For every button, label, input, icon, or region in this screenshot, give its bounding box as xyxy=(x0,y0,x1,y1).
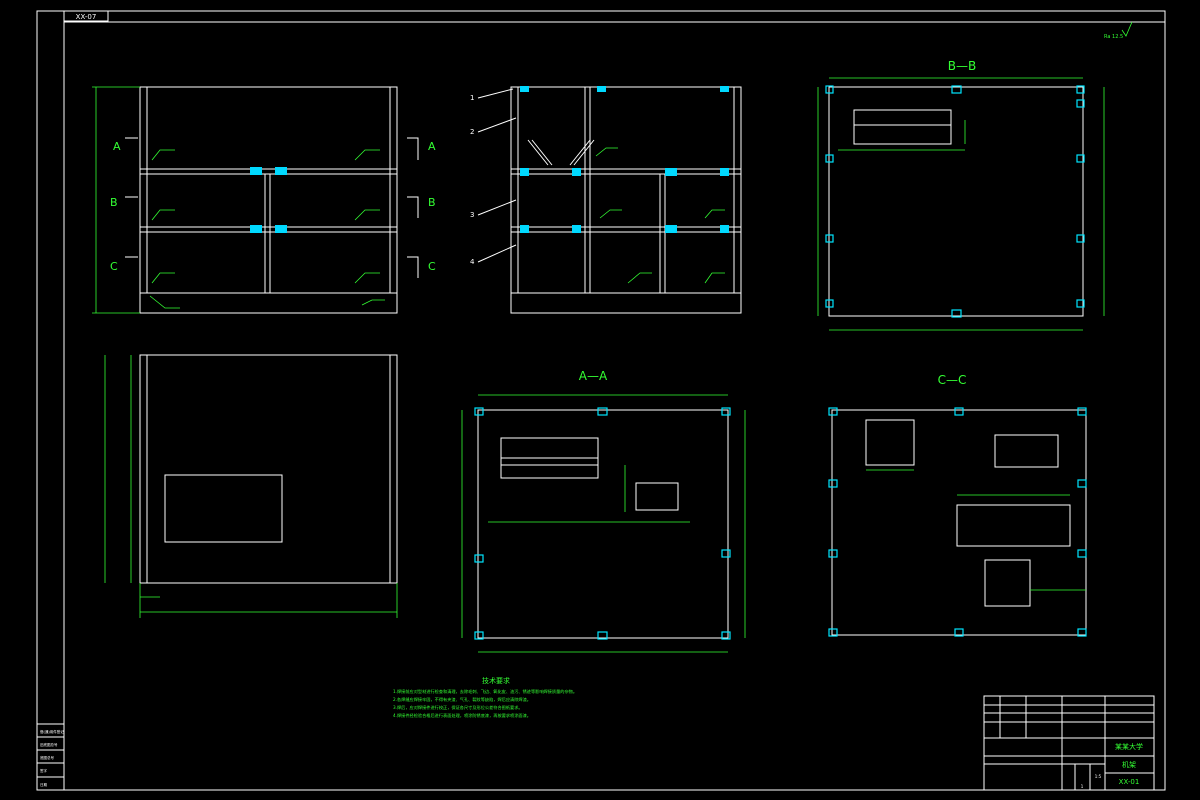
section-mark-right-a: A xyxy=(428,140,436,153)
notes-line-4: 4.焊接件经检验合格后进行表面处理，喷涂防锈底漆，再按要求喷涂面漆。 xyxy=(393,712,531,719)
roughness-text: Ra 12.5 xyxy=(1104,34,1123,40)
notes-title: 技术要求 xyxy=(482,676,510,685)
section-cc-view: C—C xyxy=(828,373,1087,637)
title-block: 某某大学 机架 XX-01 1:5 1 xyxy=(983,695,1155,791)
notes-line-1: 1.焊接前应对型材进行检查和清理，去除毛刺、飞边、氧化皮、油污、锈迹等影响焊接质… xyxy=(393,688,577,695)
section-aa-title: A—A xyxy=(579,369,608,383)
roughness-symbol: Ra 12.5 xyxy=(1104,21,1133,40)
section-aa-view: A—A xyxy=(461,369,746,653)
section-mark-left-c: C xyxy=(110,260,118,273)
strip-cell-2: 旧底图总号 xyxy=(40,742,58,747)
part-label-1: 1 xyxy=(470,94,474,102)
section-bb-view: B—B xyxy=(817,59,1105,331)
strip-cell-5: 日期 xyxy=(40,782,47,787)
section-cc-title: C—C xyxy=(938,373,967,387)
strip-cell-1: 借(通)用件登记 xyxy=(40,729,64,734)
left-strip-table: 借(通)用件登记 旧底图总号 底图总号 签字 日期 xyxy=(36,723,65,791)
drawing-number: XX-01 xyxy=(1119,778,1140,786)
section-bb-title: B—B xyxy=(948,59,976,73)
sheet: 1 xyxy=(1081,784,1084,789)
notes-line-2: 2.各焊缝应焊接牢固，不得有夹渣、气孔、裂纹等缺陷，焊后应清除焊渣。 xyxy=(393,696,531,703)
side-view xyxy=(104,354,398,618)
part-label-3: 3 xyxy=(470,211,474,219)
section-mark-right-c: C xyxy=(428,260,436,273)
school-name: 某某大学 xyxy=(1115,742,1143,751)
technical-notes: 技术要求 1.焊接前应对型材进行检查和清理，去除毛刺、飞边、氧化皮、油污、锈迹等… xyxy=(393,676,577,719)
assembly-view: 1 2 3 4 xyxy=(470,86,742,314)
strip-cell-3: 底图总号 xyxy=(40,755,54,760)
scale: 1:5 xyxy=(1095,774,1102,779)
strip-cell-4: 签字 xyxy=(40,768,47,773)
inner-frame xyxy=(63,21,1166,791)
front-view: A B C A B C xyxy=(92,86,436,314)
section-mark-left-a: A xyxy=(113,140,121,153)
drawing-code-tag: XX-07 xyxy=(63,10,109,22)
part-name: 机架 xyxy=(1122,760,1136,769)
section-mark-right-b: B xyxy=(428,196,436,209)
drawing-code: XX-07 xyxy=(76,13,97,21)
outer-frame xyxy=(36,10,1166,791)
notes-line-3: 3.焊后，应对焊接件进行校正，保证各尺寸及形位公差符合图纸要求。 xyxy=(393,704,523,711)
part-label-4: 4 xyxy=(470,258,475,266)
section-mark-left-b: B xyxy=(110,196,118,209)
part-label-2: 2 xyxy=(470,128,474,136)
